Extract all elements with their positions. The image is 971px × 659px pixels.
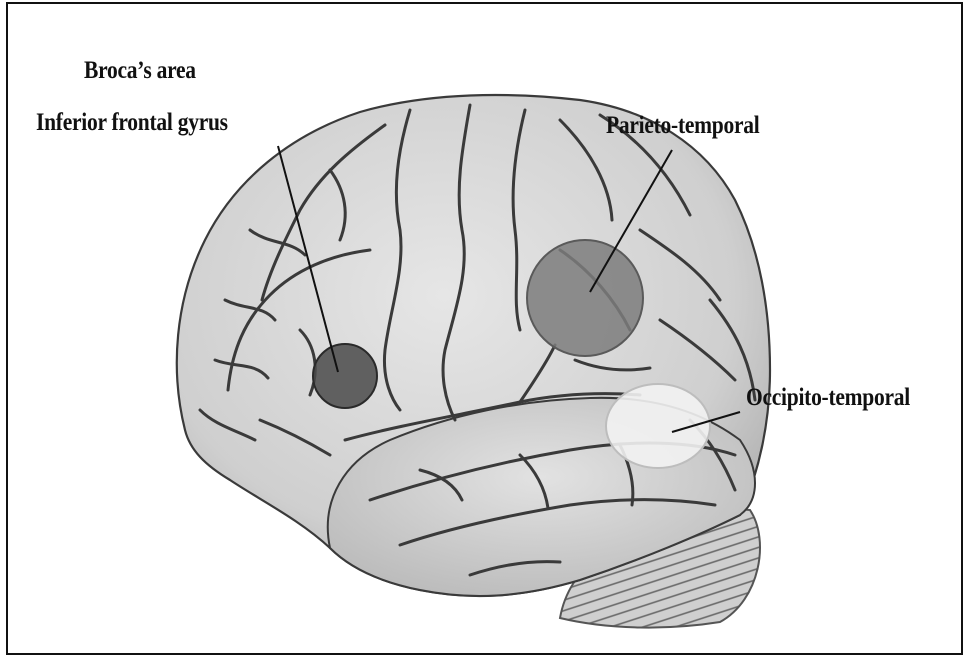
- parieto-temporal-label: Parieto-temporal: [606, 112, 759, 140]
- broca-subtitle: Inferior frontal gyrus: [36, 109, 228, 137]
- broca-region: [313, 344, 377, 408]
- parieto-temporal-region: [527, 240, 643, 356]
- occipito-temporal-label: Occipito-temporal: [746, 384, 910, 412]
- broca-title: Broca’s area: [84, 57, 196, 85]
